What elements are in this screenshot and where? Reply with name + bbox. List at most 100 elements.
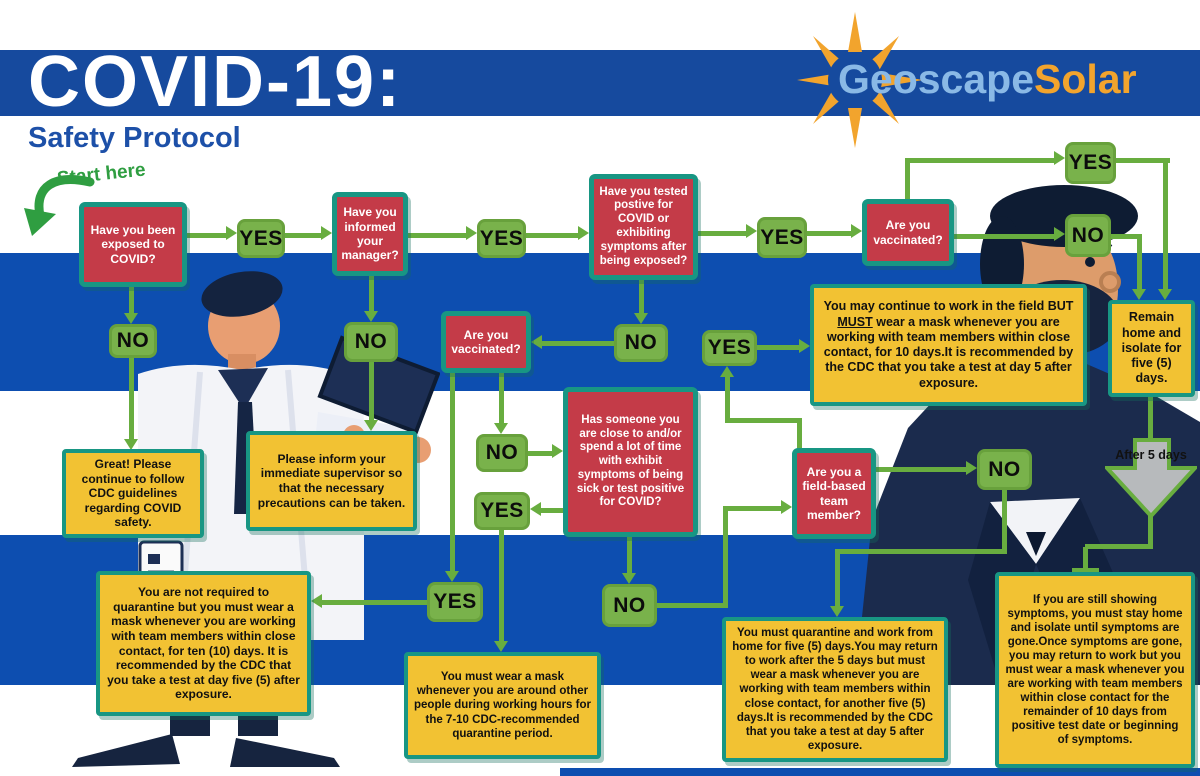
question-field-based: Are you a field-based team member? [792, 448, 876, 539]
arrowhead [364, 311, 378, 322]
arrowhead [466, 226, 477, 240]
connector-line [725, 377, 730, 420]
connector-line [369, 362, 374, 420]
no-button-close-contact: NO [602, 584, 657, 627]
arrowhead [530, 502, 541, 516]
logo: GeoscapeSolar [838, 56, 1137, 103]
arrowhead [622, 573, 636, 584]
connector-line [499, 530, 504, 641]
yes-button-tested: YES [757, 217, 807, 258]
connector-line [905, 160, 910, 200]
arrowhead [781, 500, 792, 514]
connector-line [905, 158, 1054, 163]
question-informed-manager: Have you informed your manager? [332, 192, 408, 276]
connector-line [627, 537, 632, 573]
arrowhead [1132, 289, 1146, 300]
yes-button-informed: YES [477, 219, 526, 258]
arrowhead [364, 420, 378, 431]
arrowhead [1054, 227, 1065, 241]
connector-line [528, 451, 552, 456]
connector-line [797, 420, 802, 449]
question-exposed: Have you been exposed to COVID? [79, 202, 187, 287]
no-button-exposed: NO [109, 324, 157, 358]
after-5-days-arrow: After 5 days [1102, 438, 1200, 519]
arrowhead [966, 461, 977, 475]
outcome-quarantine-wfh: You must quarantine and work from home f… [722, 617, 948, 762]
background-stripe-bottom-edge [560, 768, 1200, 776]
connector-line [129, 358, 134, 439]
connector-line [541, 508, 563, 513]
outcome-may-continue-text: You may continue to work in the field BU… [823, 299, 1074, 390]
connector-line [725, 418, 802, 423]
connector-line [1148, 397, 1153, 438]
question-vaccinated-right: Are you vaccinated? [862, 199, 954, 266]
arrowhead [799, 339, 810, 353]
outcome-still-symptoms: If you are still showing symptoms, you m… [995, 572, 1195, 768]
arrowhead [1054, 151, 1065, 165]
yes-button-vaccinated-mid: YES [427, 582, 483, 622]
arrowhead [634, 313, 648, 324]
connector-line [450, 373, 455, 571]
logo-geoscape: Geoscape [838, 56, 1034, 102]
connector-line [526, 233, 578, 238]
yes-button-field-based: YES [702, 330, 757, 366]
connector-line [835, 552, 840, 606]
connector-line [876, 467, 966, 472]
no-button-vaccinated-right: NO [1065, 214, 1111, 257]
connector-line [1163, 158, 1168, 289]
outcome-mask-around-others: You must wear a mask whenever you are ar… [404, 652, 601, 759]
connector-line [807, 231, 851, 236]
yes-button-exposed: YES [237, 219, 285, 258]
arrowhead [124, 439, 138, 450]
connector-line [285, 233, 321, 238]
arrowhead [578, 226, 589, 240]
connector-line [499, 373, 504, 423]
sunburst-icon [797, 12, 923, 148]
after-5-days-label: After 5 days [1115, 448, 1187, 462]
yes-button-vaccinated-right: YES [1065, 142, 1116, 184]
arrowhead [494, 641, 508, 652]
arrowhead [494, 423, 508, 434]
yes-button-close-contact: YES [474, 492, 530, 530]
no-button-informed: NO [344, 322, 398, 362]
connector-line [129, 287, 134, 313]
question-close-contact-sick: Has someone you are close to and/or spen… [563, 387, 698, 537]
outcome-inform-supervisor: Please inform your immediate supervisor … [246, 431, 417, 531]
no-button-tested: NO [614, 324, 668, 362]
no-button-field-based: NO [977, 449, 1032, 490]
arrowhead [445, 571, 459, 582]
arrowhead [552, 444, 563, 458]
arrowhead [311, 594, 322, 608]
arrowhead [746, 224, 757, 238]
connector-line [723, 508, 728, 608]
arrowhead [720, 366, 734, 377]
arrowhead [531, 335, 542, 349]
question-vaccinated-mid: Are you vaccinated? [441, 311, 531, 373]
connector-line [723, 506, 782, 511]
page-title: COVID-19: [28, 42, 403, 122]
connector-line [369, 276, 374, 311]
connector-line [322, 600, 427, 605]
arrowhead [1158, 289, 1172, 300]
connector-line [1116, 158, 1170, 163]
connector-line [835, 549, 1007, 554]
connector-line [187, 233, 226, 238]
connector-line [757, 345, 799, 350]
logo-solar: Solar [1034, 56, 1137, 102]
start-here-arrow-icon [24, 175, 95, 236]
connector-line [1137, 234, 1142, 289]
outcome-remain-home: Remain home and isolate for five (5) day… [1108, 300, 1195, 397]
outcome-may-continue: You may continue to work in the field BU… [810, 284, 1087, 406]
connector-line [542, 341, 614, 346]
no-button-vaccinated-mid: NO [476, 434, 528, 472]
connector-line [1085, 544, 1153, 549]
page-subtitle: Safety Protocol [28, 122, 241, 154]
header-band [0, 50, 1200, 116]
arrowhead [321, 226, 332, 240]
connector-line [657, 603, 728, 608]
arrowhead [226, 226, 237, 240]
question-tested-positive: Have you tested postive for COVID or exh… [589, 174, 698, 280]
connector-line [698, 231, 746, 236]
arrowhead [124, 313, 138, 324]
